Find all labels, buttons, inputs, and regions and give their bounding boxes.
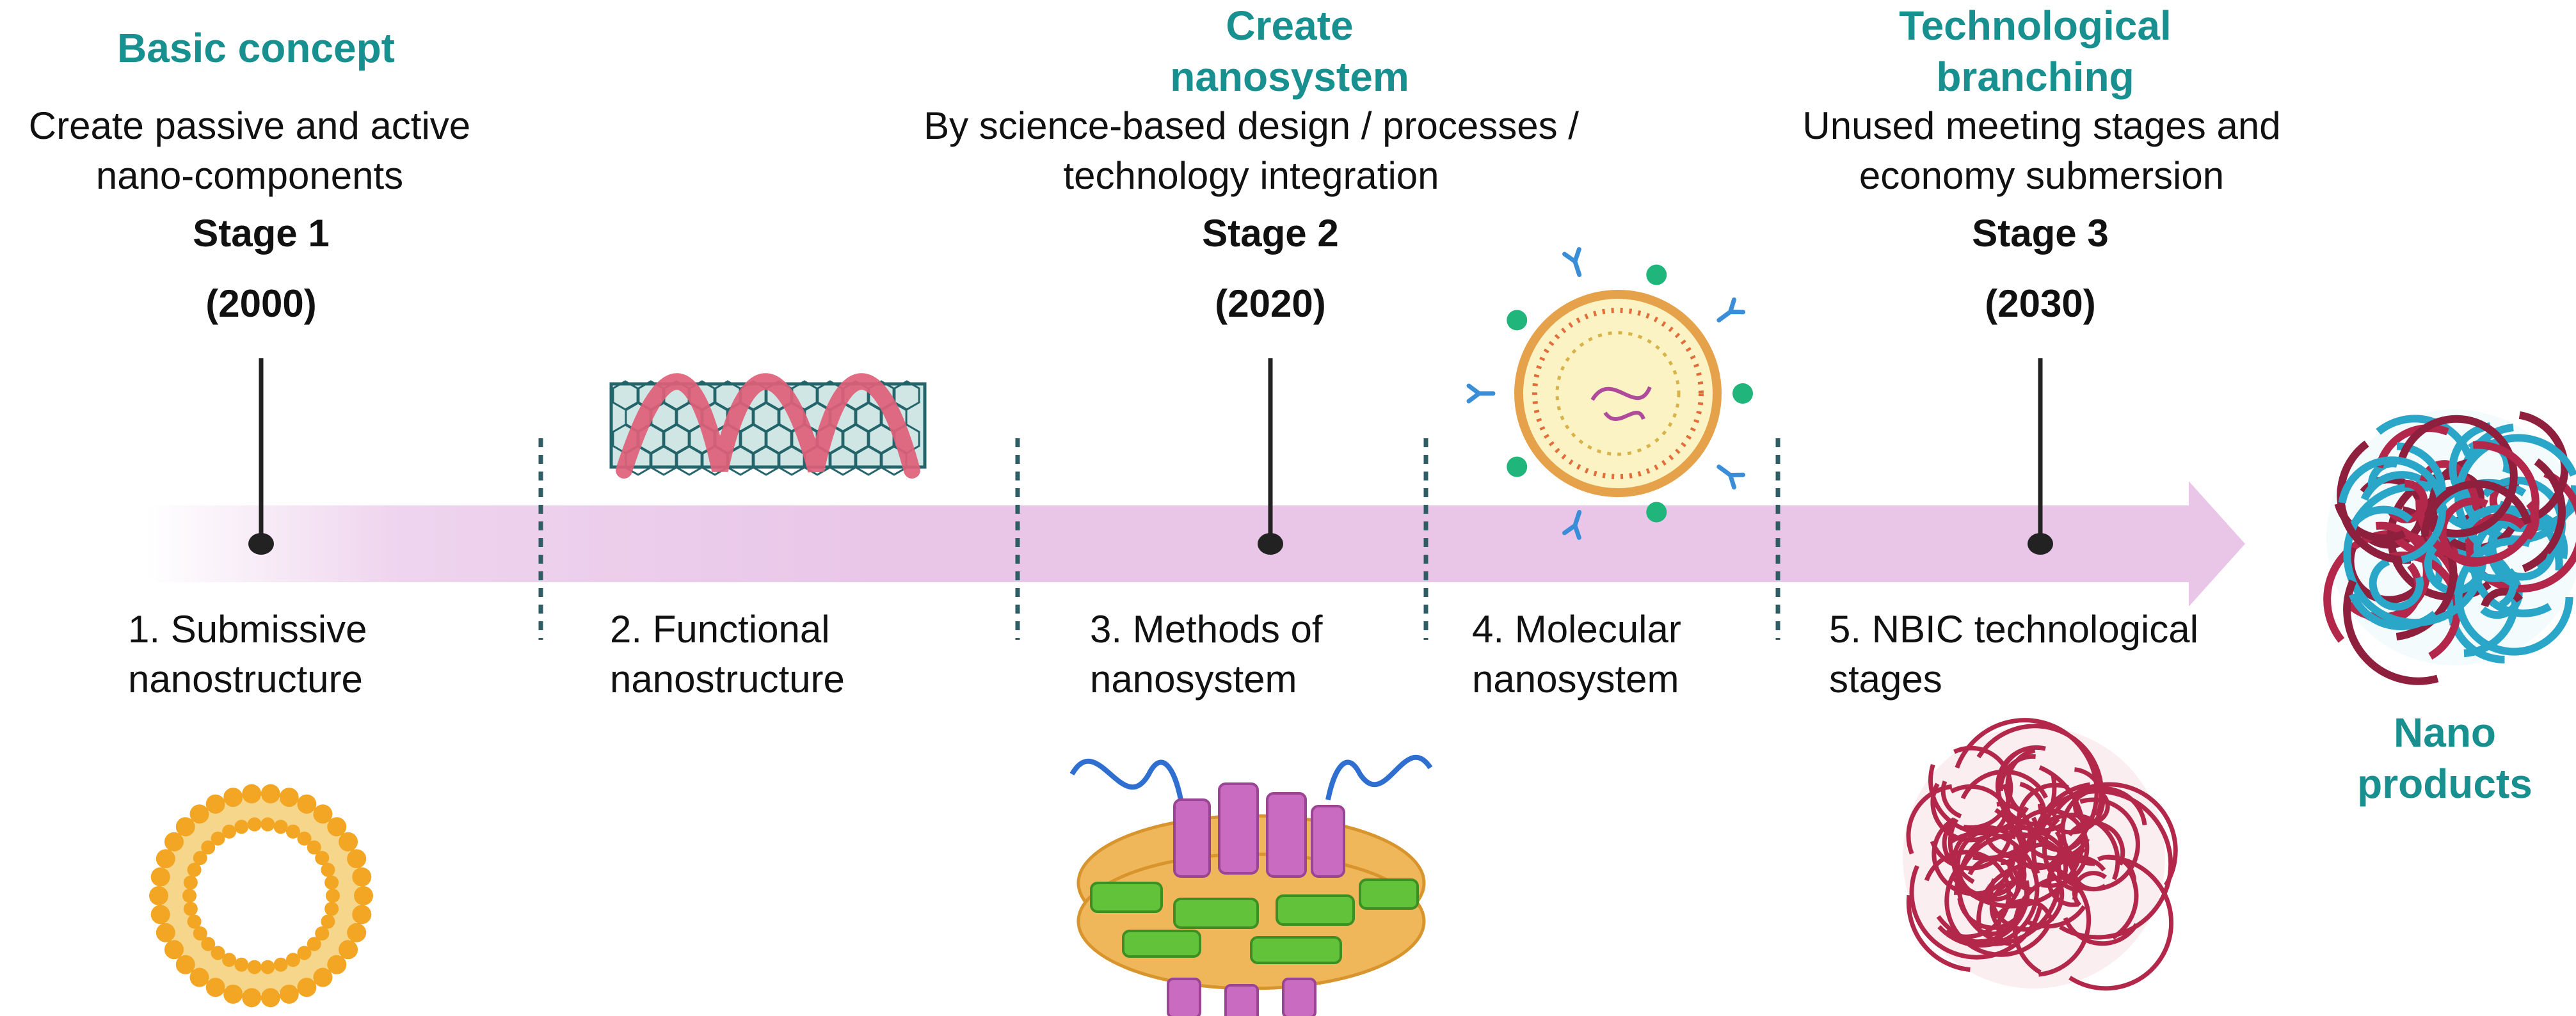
stage-2-year: (2020)	[1215, 282, 1326, 325]
membrane-protein-icon	[1069, 754, 1433, 1016]
tangled-coil-icon	[1903, 718, 2178, 991]
stage-1-label: Stage 1	[193, 212, 330, 255]
stage-1-heading: Basic concept	[117, 25, 395, 71]
liposome-ring-icon	[149, 784, 373, 1008]
step-dividers	[538, 438, 1780, 640]
nanoparticle-antibody-icon	[1466, 247, 1753, 540]
step-2-label: 2. Functional nanostructure	[610, 608, 845, 701]
stage-2-pin	[1258, 358, 1283, 555]
stage-1-description: Create passive and active nano-component…	[28, 104, 471, 197]
stage-2-label: Stage 2	[1202, 212, 1339, 255]
step-3-label: 3. Methods of nanosystem	[1090, 608, 1323, 701]
step-4-label: 4. Molecular nanosystem	[1472, 608, 1681, 701]
step-5-label: 5. NBIC technological stages	[1829, 608, 2198, 701]
stage-2-description: By science-based design / processes / te…	[924, 104, 1579, 197]
step-1-label: 1. Submissive nanostructure	[128, 608, 367, 701]
result-label: Nano products	[2357, 710, 2532, 807]
nano-product-sphere-icon	[2323, 409, 2576, 685]
timeline-arrow	[147, 481, 2245, 607]
nanotube-helix-icon	[609, 373, 927, 479]
stage-3-label: Stage 3	[1972, 212, 2109, 255]
stage-3-pin	[2028, 358, 2053, 555]
stage-3-year: (2030)	[1985, 282, 2096, 325]
stage-3-heading: Technological branching	[1899, 3, 2172, 100]
stage-2-heading: Create nanosystem	[1170, 3, 1409, 100]
stage-1-pin	[248, 358, 274, 555]
stage-3-description: Unused meeting stages and economy submer…	[1802, 104, 2281, 197]
stage-1-year: (2000)	[205, 282, 317, 325]
